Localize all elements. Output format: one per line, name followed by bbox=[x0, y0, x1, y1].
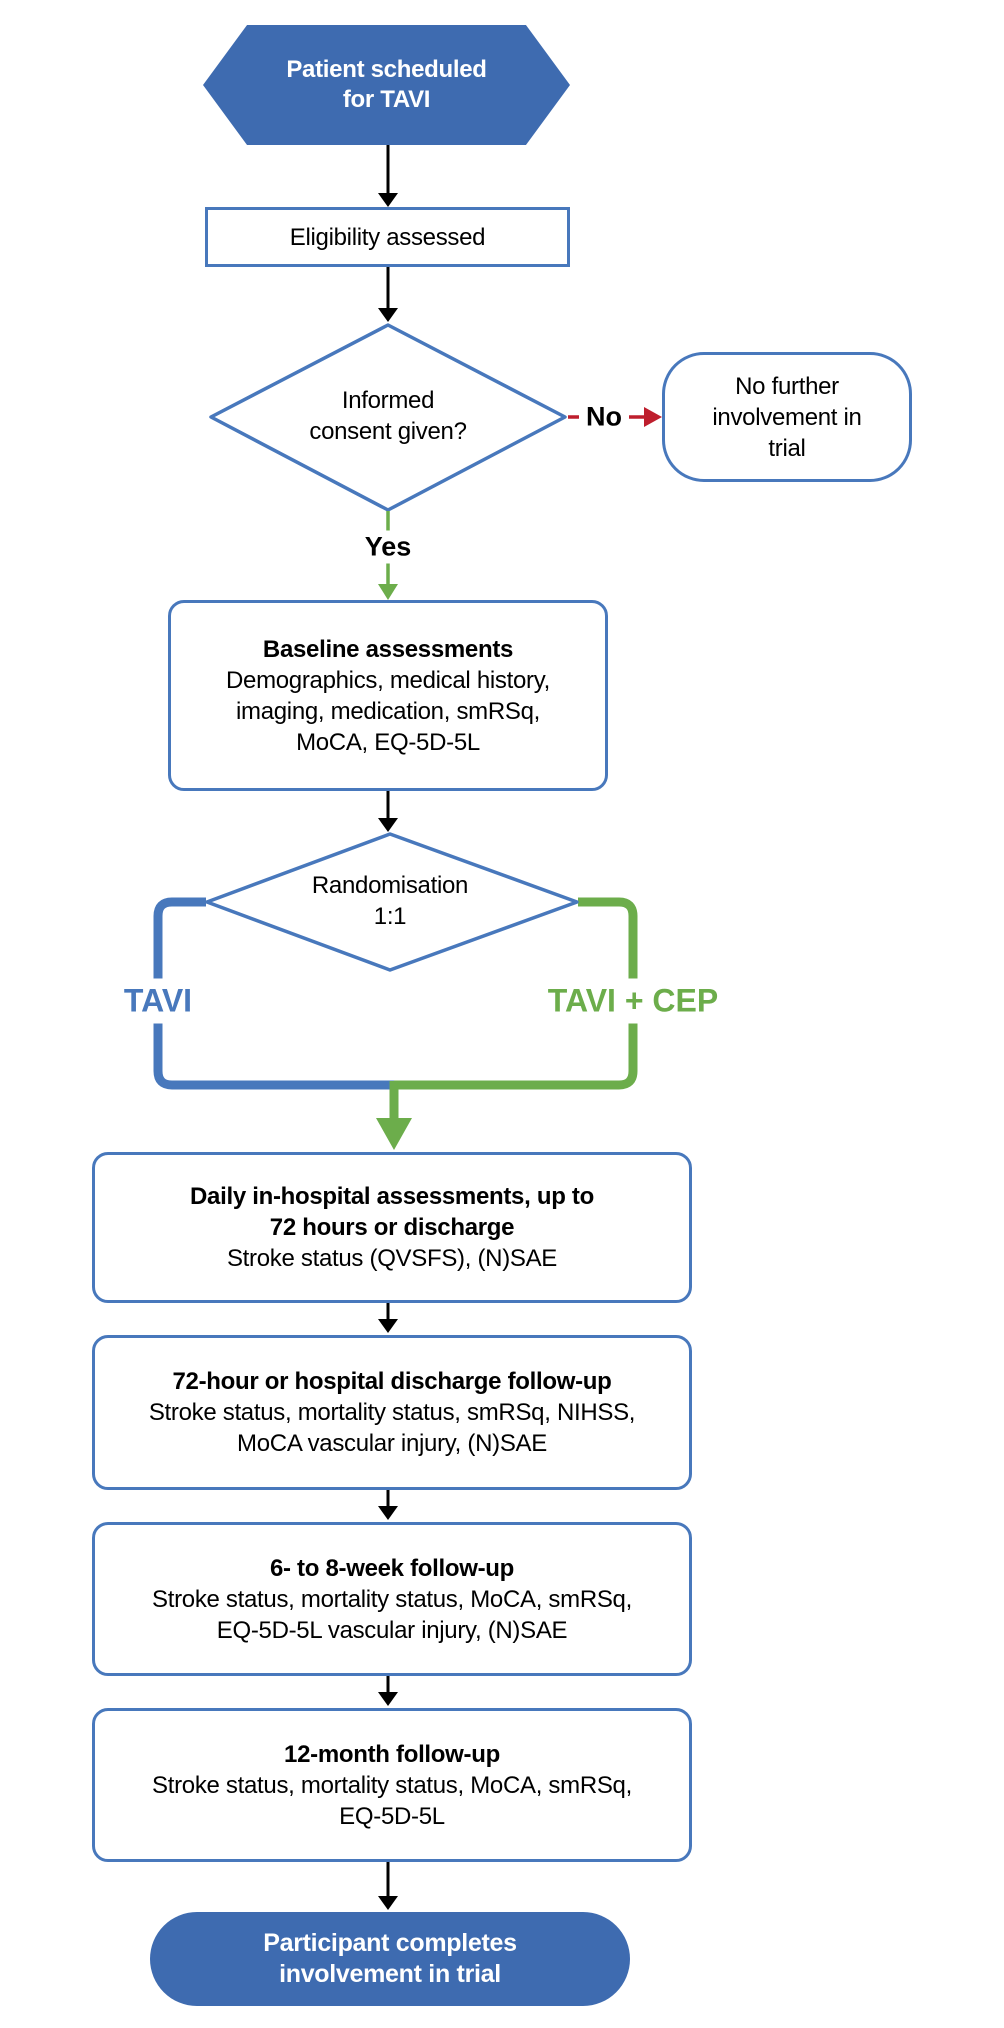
consent-decision: Informed consent given? bbox=[203, 385, 573, 447]
end-node-text: involvement in trial bbox=[279, 1960, 501, 1988]
followup-72h-body: MoCA vascular injury, (N)SAE bbox=[237, 1430, 547, 1457]
no-branch-label: No bbox=[579, 400, 629, 434]
randomisation-text: 1:1 bbox=[373, 903, 407, 930]
arrowhead bbox=[378, 193, 398, 207]
followup-12m-title: 12-month follow-up bbox=[284, 1740, 500, 1768]
daily-title: 72 hours or discharge bbox=[269, 1214, 515, 1241]
followup-6-8w-body: EQ-5D-5L vascular injury, (N)SAE bbox=[216, 1616, 568, 1644]
start-node: Patient scheduled for TAVI bbox=[203, 25, 570, 145]
followup-6-8w-node: 6- to 8-week follow-up Stroke status, mo… bbox=[92, 1522, 692, 1676]
baseline-body: imaging, medication, smRSq, bbox=[235, 697, 541, 725]
daily-body: Stroke status (QVSFS), (N)SAE bbox=[226, 1245, 558, 1272]
eligibility-node: Eligibility assessed bbox=[205, 207, 570, 267]
baseline-body: Demographics, medical history, bbox=[225, 666, 550, 694]
no-branch-arrowhead bbox=[644, 407, 662, 427]
followup-12m-body: EQ-5D-5L bbox=[339, 1802, 445, 1830]
yes-branch-arrowhead bbox=[378, 584, 398, 600]
no-involvement-node: No further involvement in trial bbox=[662, 352, 912, 482]
daily-assessments-node: Daily in-hospital assessments, up to 72 … bbox=[92, 1152, 692, 1303]
followup-12m-body: Stroke status, mortality status, MoCA, s… bbox=[152, 1771, 632, 1799]
randomisation-text: Randomisation bbox=[311, 872, 469, 899]
followup-72h-node: 72-hour or hospital discharge follow-up … bbox=[92, 1335, 692, 1490]
arrowhead bbox=[378, 1896, 398, 1910]
arrowhead bbox=[378, 1692, 398, 1706]
followup-6-8w-body: Stroke status, mortality status, MoCA, s… bbox=[152, 1585, 632, 1613]
consent-text: Informed bbox=[341, 387, 435, 414]
start-node-text: Patient scheduled bbox=[286, 56, 487, 83]
followup-72h-body: Stroke status, mortality status, smRSq, … bbox=[148, 1399, 636, 1426]
daily-title: Daily in-hospital assessments, up to bbox=[190, 1183, 594, 1210]
consent-text: consent given? bbox=[309, 418, 467, 445]
no-involvement-text: trial bbox=[768, 434, 806, 462]
eligibility-text: Eligibility assessed bbox=[289, 223, 486, 251]
arm-tavi-label: TAVI bbox=[114, 978, 202, 1024]
randomisation-diamond-shape bbox=[205, 832, 579, 972]
arrowhead bbox=[378, 308, 398, 322]
start-node-text: for TAVI bbox=[342, 86, 431, 113]
baseline-title: Baseline assessments bbox=[262, 635, 514, 663]
followup-72h-title: 72-hour or hospital discharge follow-up bbox=[172, 1368, 612, 1395]
end-node: Participant completes involvement in tri… bbox=[150, 1912, 630, 2006]
arrowhead bbox=[378, 1319, 398, 1333]
yes-branch-label: Yes bbox=[357, 530, 419, 564]
no-involvement-text: involvement in bbox=[712, 403, 862, 431]
arrowhead bbox=[378, 818, 398, 832]
end-node-text: Participant completes bbox=[263, 1929, 517, 1957]
randomisation-decision: Randomisation 1:1 bbox=[205, 870, 575, 932]
followup-12m-node: 12-month follow-up Stroke status, mortal… bbox=[92, 1708, 692, 1862]
branch-merge-arrowhead bbox=[376, 1118, 412, 1150]
no-involvement-text: No further bbox=[735, 372, 839, 400]
baseline-body: MoCA, EQ-5D-5L bbox=[296, 728, 480, 756]
followup-6-8w-title: 6- to 8-week follow-up bbox=[269, 1554, 515, 1582]
arm-tavi-cep-label: TAVI + CEP bbox=[538, 978, 728, 1024]
baseline-node: Baseline assessments Demographics, medic… bbox=[168, 600, 608, 791]
arrowhead bbox=[378, 1506, 398, 1520]
consent-diamond-shape bbox=[209, 323, 567, 512]
